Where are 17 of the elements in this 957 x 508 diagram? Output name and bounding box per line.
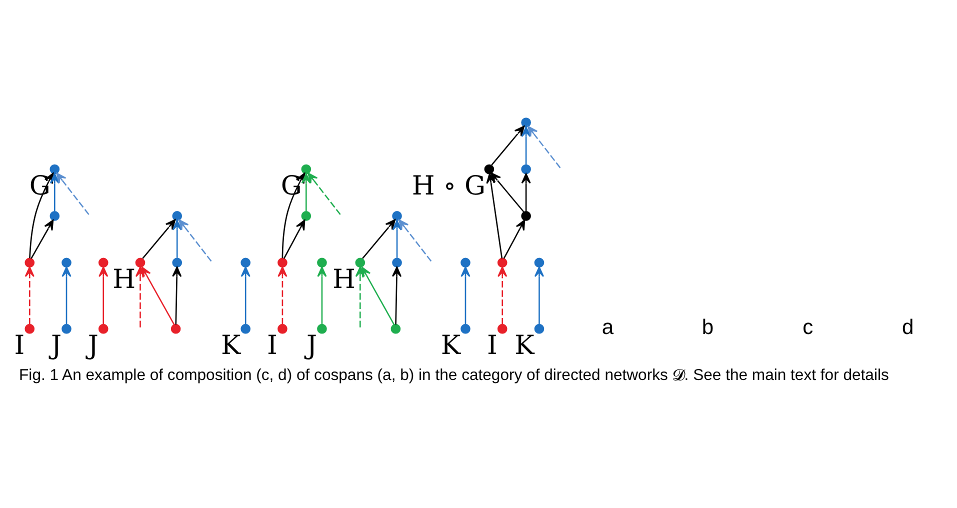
node-label: J	[88, 331, 98, 362]
label: a	[602, 316, 614, 339]
node-label: I	[486, 331, 498, 362]
node-label: J	[51, 331, 62, 362]
node-label: H ∘ G	[412, 172, 486, 202]
label: c	[802, 316, 814, 339]
node-label: K	[220, 331, 241, 362]
node-label: K	[440, 331, 461, 362]
node-label: I	[14, 331, 25, 362]
node-label: K	[514, 331, 534, 362]
node-label: H	[112, 265, 136, 296]
label: d	[902, 316, 914, 339]
node-label: I	[267, 331, 278, 362]
node-label: J	[306, 331, 318, 362]
label: b	[702, 316, 714, 339]
caption: Fig. 1 An example of composition (c, d) of cospans (a, b) in the category of directed networks 𝓓. See the main text for details	[19, 366, 889, 384]
node-label: H	[332, 265, 356, 296]
